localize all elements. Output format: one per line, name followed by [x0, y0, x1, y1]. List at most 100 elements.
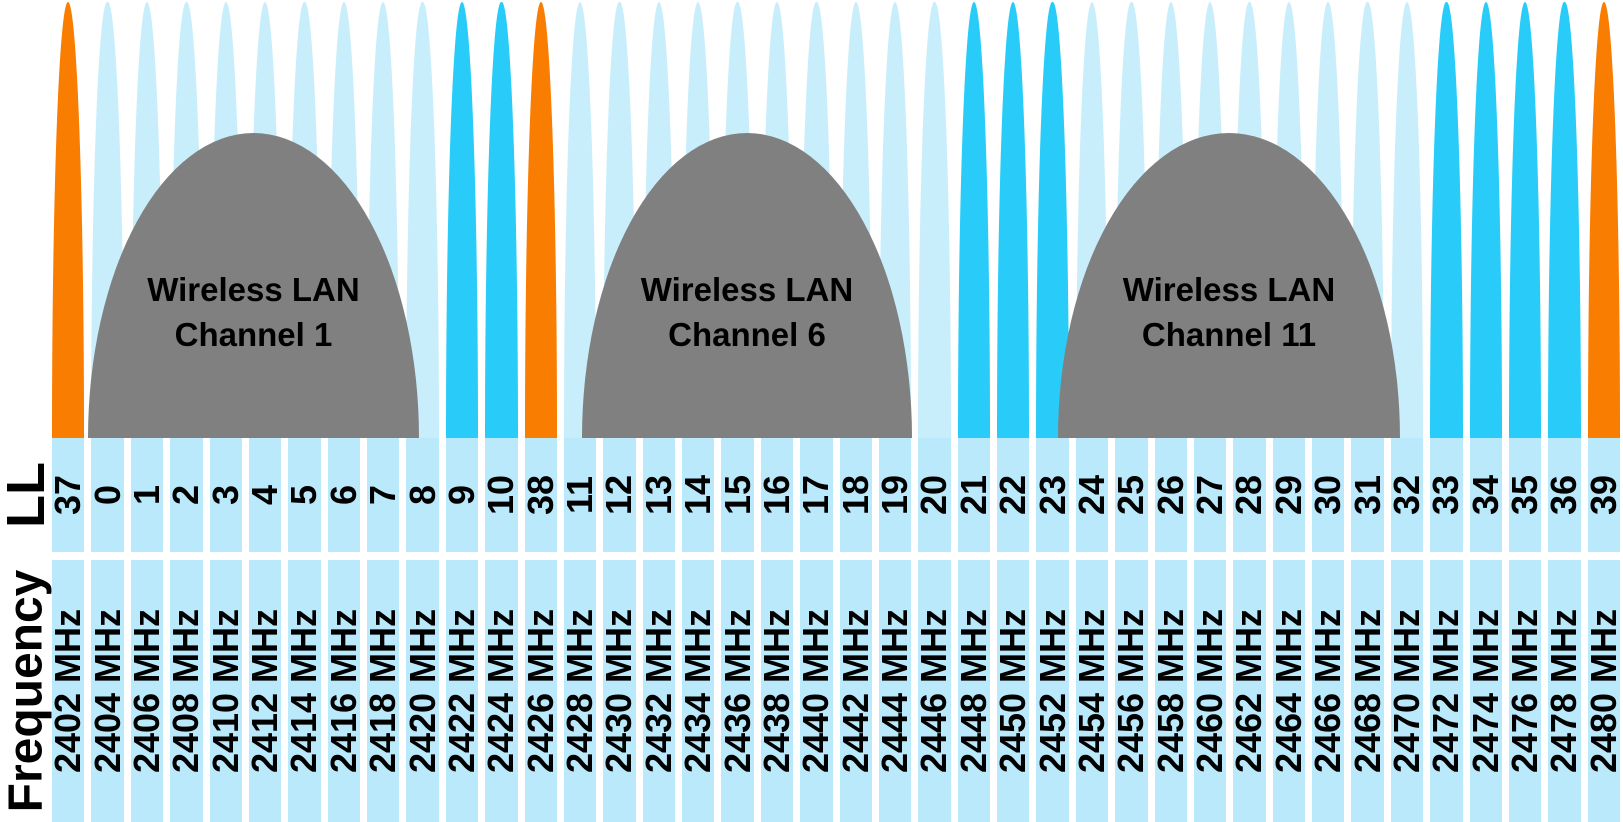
channel-number-cell: 32 — [1385, 438, 1427, 552]
channel-frequency: 2472 MHz — [1425, 608, 1467, 774]
channel-frequency: 2444 MHz — [874, 608, 916, 774]
channel-frequency: 2430 MHz — [598, 608, 640, 774]
channel-lobe-area — [445, 0, 479, 438]
channel-lobe-area — [524, 0, 557, 438]
wlan-label-line2: Channel 1 — [174, 315, 333, 353]
wlan-label-line1: Wireless LAN — [147, 270, 360, 308]
channel-number: 2 — [165, 484, 207, 506]
channel-number-cell: 8 — [401, 438, 443, 552]
channel-frequency-cell: 2404 MHz — [86, 560, 128, 822]
channel-lobe — [485, 2, 518, 438]
channel-frequency-cell: 2412 MHz — [244, 560, 285, 822]
channel-number: 20 — [913, 474, 955, 516]
channel-frequency-cell: 2426 MHz — [519, 560, 561, 822]
channel-number: 19 — [874, 474, 916, 516]
channel-column: 36 2478 MHz — [1543, 0, 1584, 822]
channel-number-cell: 24 — [1070, 438, 1112, 552]
channel-frequency-cell: 2406 MHz — [126, 560, 167, 822]
channel-lobe-area — [52, 0, 85, 438]
channel-number-cell: 33 — [1425, 438, 1467, 552]
channel-frequency: 2404 MHz — [86, 608, 128, 774]
channel-lobe — [918, 2, 951, 438]
channel-number: 32 — [1385, 474, 1427, 516]
channel-frequency-cell: 2418 MHz — [362, 560, 403, 822]
channel-frequency: 2402 MHz — [47, 608, 89, 774]
channel-frequency-cell: 2480 MHz — [1583, 560, 1623, 822]
channel-frequency: 2426 MHz — [519, 608, 561, 774]
wlan-label-line2: Channel 11 — [1141, 315, 1317, 353]
channel-number-cell: 29 — [1268, 438, 1309, 552]
channel-lobe — [52, 2, 85, 438]
channel-number-cell: 10 — [480, 438, 521, 552]
channel-number: 1 — [125, 484, 167, 506]
channel-frequency: 2474 MHz — [1464, 608, 1506, 774]
channel-number: 13 — [637, 474, 679, 516]
channel-frequency: 2466 MHz — [1307, 608, 1349, 774]
channel-frequency: 2470 MHz — [1385, 608, 1427, 774]
channel-lobe-area — [1390, 0, 1424, 438]
channel-frequency: 2448 MHz — [952, 608, 994, 774]
channel-number: 35 — [1504, 474, 1546, 516]
channel-frequency-cell: 2444 MHz — [874, 560, 916, 822]
channel-frequency: 2422 MHz — [440, 608, 482, 774]
channel-number-cell: 6 — [323, 438, 364, 552]
channel-number-cell: 13 — [637, 438, 679, 552]
channel-number-cell: 27 — [1189, 438, 1230, 552]
channel-frequency-cell: 2478 MHz — [1543, 560, 1584, 822]
channel-number: 23 — [1031, 474, 1073, 516]
channel-number: 25 — [1110, 474, 1152, 516]
channel-frequency-cell: 2424 MHz — [480, 560, 521, 822]
channel-number-cell: 39 — [1582, 438, 1623, 552]
channel-lobe — [1469, 2, 1502, 438]
channel-number-cell: 4 — [244, 438, 285, 552]
channel-frequency-cell: 2474 MHz — [1464, 560, 1506, 822]
channel-column: 35 2476 MHz — [1504, 0, 1546, 822]
channel-number-cell: 30 — [1307, 438, 1349, 552]
channel-number: 22 — [992, 474, 1034, 516]
channel-lobe-area — [997, 0, 1030, 438]
wlan-label-line2: Channel 6 — [668, 315, 826, 353]
channel-frequency-cell: 2458 MHz — [1150, 560, 1191, 822]
channel-number: 39 — [1582, 474, 1623, 516]
channel-column: 9 2422 MHz — [440, 0, 482, 822]
channel-frequency-cell: 2402 MHz — [47, 560, 89, 822]
channel-lobe-area — [1430, 0, 1463, 438]
channel-column: 22 2450 MHz — [992, 0, 1034, 822]
channel-lobe — [957, 2, 990, 438]
channel-number-cell: 23 — [1031, 438, 1073, 552]
channel-number: 12 — [598, 474, 640, 516]
ll-axis-label: LL — [0, 462, 57, 528]
channel-number: 24 — [1070, 474, 1112, 516]
channel-number-cell: 16 — [756, 438, 797, 552]
channel-number-cell: 2 — [165, 438, 207, 552]
channel-number: 31 — [1346, 474, 1388, 516]
channel-number: 8 — [401, 484, 443, 506]
channel-frequency: 2432 MHz — [637, 608, 679, 774]
channel-frequency: 2462 MHz — [1228, 608, 1270, 774]
channel-number-cell: 31 — [1346, 438, 1388, 552]
channel-frequency: 2440 MHz — [795, 608, 837, 774]
channel-number-cell: 18 — [835, 438, 876, 552]
frequency-axis-label: Frequency — [0, 569, 52, 813]
channel-number: 14 — [677, 474, 719, 516]
channel-frequency-cell: 2414 MHz — [283, 560, 325, 822]
channel-frequency-cell: 2408 MHz — [165, 560, 206, 822]
channel-number-cell: 36 — [1543, 438, 1584, 552]
channel-number: 33 — [1425, 474, 1467, 516]
channel-frequency: 2414 MHz — [283, 608, 325, 774]
channel-frequency-cell: 2416 MHz — [323, 560, 364, 822]
channel-number: 0 — [86, 484, 128, 506]
channel-number: 21 — [952, 474, 994, 516]
channel-number-cell: 0 — [86, 438, 128, 552]
channel-lobe-area — [485, 0, 518, 438]
channel-frequency-cell: 2456 MHz — [1110, 560, 1151, 822]
channel-frequency-cell: 2434 MHz — [677, 560, 718, 822]
channel-number: 30 — [1307, 474, 1349, 516]
channel-frequency-cell: 2448 MHz — [952, 560, 994, 822]
channel-number: 17 — [795, 474, 837, 516]
channel-number-cell: 17 — [795, 438, 837, 552]
channel-frequency: 2438 MHz — [755, 608, 797, 774]
channel-column: 1 2406 MHz — [125, 0, 167, 822]
channel-number-cell: 1 — [125, 438, 167, 552]
channel-number: 38 — [519, 474, 561, 516]
